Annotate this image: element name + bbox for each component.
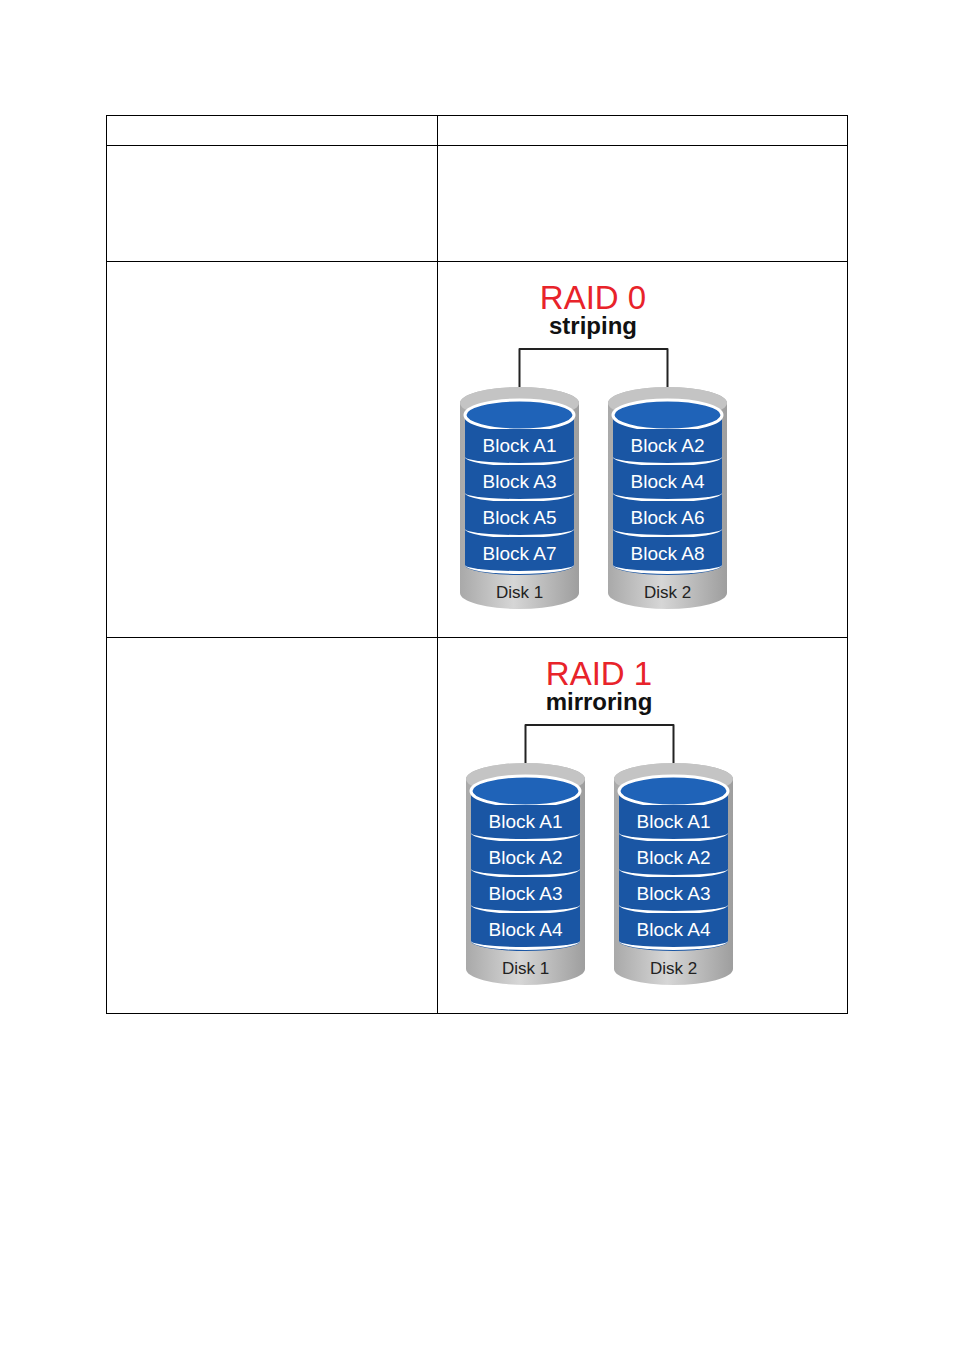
block-label: Block A2 (489, 847, 563, 869)
data-block: Block A5 (465, 501, 574, 538)
data-block: Block A2 (613, 429, 722, 466)
block-label: Block A3 (489, 883, 563, 905)
block-label: Block A5 (483, 507, 557, 529)
data-block: Block A4 (613, 465, 722, 502)
data-block: Block A8 (613, 537, 722, 574)
raid-title: RAID 1 (546, 657, 652, 690)
data-block: Block A6 (613, 501, 722, 538)
block-label: Block A1 (489, 811, 563, 833)
disk: Disk 1 Block A1 Block A3 Block A5 Block A7 (459, 385, 580, 611)
block-label: Block A2 (631, 435, 705, 457)
data-block: Block A4 (619, 913, 728, 950)
data-block: Block A2 (471, 841, 580, 878)
block-label: Block A7 (483, 543, 557, 565)
raid-title: RAID 0 (540, 281, 646, 314)
disk-label: Disk 1 (465, 959, 586, 979)
data-block: Block A3 (619, 877, 728, 914)
data-block: Block A1 (471, 805, 580, 842)
block-label: Block A1 (483, 435, 557, 457)
block-label: Block A3 (483, 471, 557, 493)
disk: Disk 2 Block A2 Block A4 Block A6 Block A8 (607, 385, 728, 611)
data-block: Block A1 (465, 429, 574, 466)
disk-label: Disk 2 (607, 583, 728, 603)
disk: Disk 2 Block A1 Block A2 Block A3 Block A4 (613, 761, 734, 987)
block-label: Block A2 (637, 847, 711, 869)
block-label: Block A4 (631, 471, 705, 493)
disk-label: Disk 1 (459, 583, 580, 603)
raid-subtitle: striping (549, 314, 637, 338)
raid-subtitle: mirroring (546, 690, 653, 714)
block-label: Block A6 (631, 507, 705, 529)
data-block: Block A3 (471, 877, 580, 914)
block-label: Block A1 (637, 811, 711, 833)
data-block: Block A2 (619, 841, 728, 878)
block-label: Block A4 (489, 919, 563, 941)
data-block: Block A3 (465, 465, 574, 502)
disk: Disk 1 Block A1 Block A2 Block A3 Block A4 (465, 761, 586, 987)
block-label: Block A3 (637, 883, 711, 905)
disk-label: Disk 2 (613, 959, 734, 979)
data-block: Block A1 (619, 805, 728, 842)
block-label: Block A4 (637, 919, 711, 941)
data-block: Block A4 (471, 913, 580, 950)
block-label: Block A8 (631, 543, 705, 565)
data-block: Block A7 (465, 537, 574, 574)
